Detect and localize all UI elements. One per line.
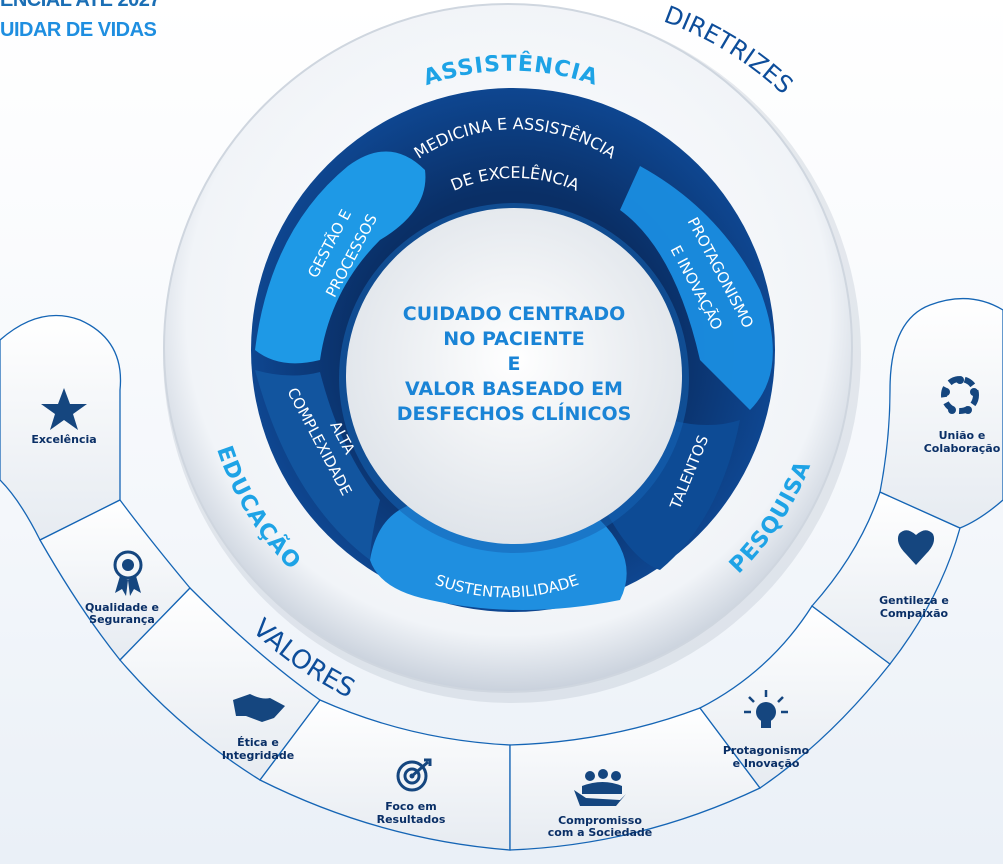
union-circle-icon <box>941 376 979 414</box>
value-labels: Excelência Qualidade e Segurança Ética e… <box>31 429 1000 839</box>
value-label-protagonismo-1: Protagonismo <box>723 744 810 757</box>
value-label-uniao-2: Colaboração <box>924 442 1001 455</box>
award-ribbon-icon <box>113 550 143 596</box>
value-label-gentileza-1: Gentileza e <box>879 594 949 607</box>
handshake-icon <box>233 694 285 722</box>
value-label-excelencia: Excelência <box>31 433 96 446</box>
value-label-uniao-1: União e <box>939 429 986 442</box>
value-label-foco-1: Foco em <box>385 800 436 813</box>
ring-segment-talentos <box>600 420 740 570</box>
ring-segment-protagonismo <box>620 166 773 410</box>
value-label-qualidade-1: Qualidade e <box>85 601 159 614</box>
value-label-foco-2: Resultados <box>377 813 446 826</box>
value-label-etica-2: Integridade <box>222 749 294 762</box>
value-label-protagonismo-2: e Inovação <box>733 757 800 770</box>
header-subline: UIDAR DE VIDAS <box>0 19 157 41</box>
center-statement: CUIDADO CENTRADO NO PACIENTE E VALOR BAS… <box>397 303 632 425</box>
value-label-gentileza-2: Compaixão <box>880 607 949 620</box>
value-label-qualidade-2: Segurança <box>89 613 155 626</box>
value-label-compromisso-1: Compromisso <box>558 814 642 827</box>
star-icon <box>41 388 87 430</box>
value-panel-excelencia <box>0 314 122 541</box>
header-cut-line: ENCIAL ATÉ 2027 <box>0 0 160 11</box>
center-line-4: VALOR BASEADO EM <box>405 378 623 400</box>
ring-segment-gestao <box>255 151 426 364</box>
ring-segment-alta <box>255 370 380 560</box>
heart-icon <box>897 530 935 565</box>
community-hand-icon <box>574 769 626 806</box>
value-panel-compromisso <box>509 707 761 851</box>
center-disc <box>346 208 682 544</box>
value-label-etica-1: Ética e <box>237 736 279 749</box>
center-line-3: E <box>508 353 521 375</box>
lightbulb-icon <box>744 690 788 728</box>
center-line-2: NO PACIENTE <box>443 328 584 350</box>
value-label-compromisso-2: com a Sociedade <box>548 826 652 839</box>
target-icon <box>396 758 432 792</box>
center-line-1: CUIDADO CENTRADO <box>403 303 626 325</box>
values-band <box>0 297 1003 851</box>
center-line-5: DESFECHOS CLÍNICOS <box>397 402 632 425</box>
value-panel-uniao <box>879 297 1003 529</box>
